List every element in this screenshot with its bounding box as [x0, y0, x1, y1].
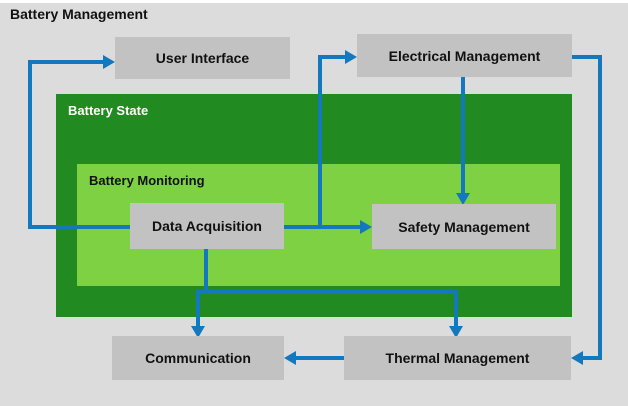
connector-em-to-sm-vertical: [461, 77, 465, 193]
user-interface-label: User Interface: [155, 50, 250, 66]
connector-da-to-em-vertical: [318, 55, 322, 229]
connector-da-bottom-stem: [204, 249, 208, 294]
communication-box: Communication: [112, 336, 284, 380]
arrowhead-into-user-interface: [103, 55, 115, 69]
arrowhead-into-communication-top: [191, 326, 205, 338]
connector-em-to-tm-horizontal-top: [572, 55, 602, 59]
data-acquisition-box: Data Acquisition: [130, 203, 284, 249]
data-acquisition-label: Data Acquisition: [152, 218, 262, 234]
connector-da-to-ui-horizontal-top: [28, 60, 103, 64]
diagram-title: Battery Management: [10, 6, 148, 22]
arrowhead-into-safety-management-top: [456, 193, 470, 205]
connector-da-to-sm-horizontal: [284, 225, 360, 229]
electrical-management-box: Electrical Management: [357, 34, 572, 77]
safety-management-box: Safety Management: [372, 204, 556, 249]
arrowhead-into-communication-right: [284, 351, 296, 365]
electrical-management-label: Electrical Management: [388, 47, 541, 64]
battery-state-label: Battery State: [68, 103, 149, 118]
connector-da-to-tm-vertical: [454, 290, 458, 326]
thermal-management-box: Thermal Management: [344, 336, 571, 380]
battery-monitoring-label: Battery Monitoring: [89, 173, 205, 188]
connector-da-to-comm-vertical: [196, 290, 200, 326]
top-border: [0, 0, 628, 3]
connector-tm-to-comm-horizontal: [296, 356, 344, 360]
connector-em-to-tm-horizontal-bottom: [583, 356, 602, 360]
arrowhead-into-electrical-management: [345, 50, 357, 64]
arrowhead-into-safety-management: [360, 220, 372, 234]
thermal-management-label: Thermal Management: [385, 350, 530, 366]
connector-da-to-ui-vertical: [28, 60, 32, 229]
arrowhead-into-thermal-management-top: [449, 326, 463, 338]
connector-da-to-ui-horizontal-bottom: [28, 225, 130, 229]
arrowhead-into-thermal-management-right: [571, 351, 583, 365]
safety-management-label: Safety Management: [398, 218, 530, 235]
connector-da-bottom-horizontal: [196, 290, 458, 294]
connector-em-to-tm-vertical: [598, 55, 602, 360]
communication-label: Communication: [145, 350, 251, 366]
user-interface-box: User Interface: [115, 37, 290, 79]
connector-da-to-em-horizontal: [318, 55, 345, 59]
